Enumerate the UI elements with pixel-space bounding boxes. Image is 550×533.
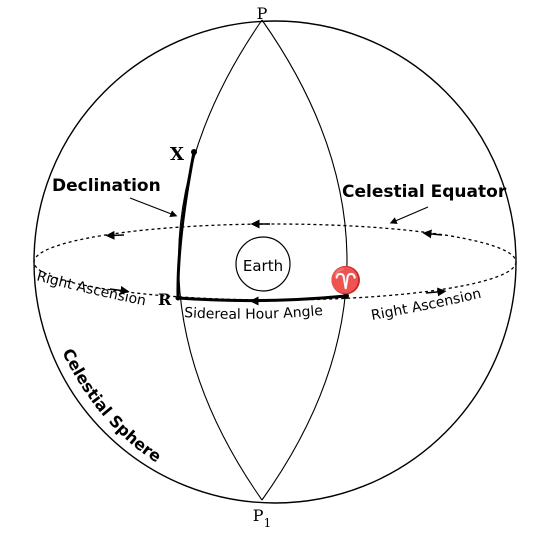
celestial-equator-ellipse bbox=[33, 223, 517, 301]
equator-point-r bbox=[175, 295, 181, 301]
south-pole-subscript: 1 bbox=[264, 516, 272, 530]
equator-arrow-front-right bbox=[425, 287, 447, 297]
equator-arrow-front-left bbox=[109, 285, 130, 295]
south-pole-label: P1 bbox=[253, 506, 271, 530]
celestial-equator-label: Celestial Equator bbox=[342, 182, 507, 202]
equator-arrow-back-left bbox=[105, 230, 125, 240]
declination-label: Declination bbox=[52, 176, 161, 196]
star-point bbox=[191, 149, 197, 155]
sidereal-hour-angle-label: Sidereal Hour Angle bbox=[184, 303, 324, 323]
celestial-sphere-text: Celestial Sphere bbox=[58, 345, 165, 466]
north-pole-label: P bbox=[257, 4, 268, 23]
earth-label: Earth bbox=[243, 257, 283, 275]
equator-point-label: R bbox=[158, 290, 172, 309]
earth-circle bbox=[235, 236, 291, 292]
celestial-equator-pointer bbox=[389, 206, 429, 224]
declination-pointer bbox=[129, 197, 178, 218]
celestial-sphere-label: Celestial Sphere bbox=[58, 345, 165, 466]
sidereal-hour-angle-arc bbox=[177, 294, 347, 303]
right-meridian bbox=[261, 19, 348, 501]
declination-arc bbox=[176, 151, 196, 299]
right-ascension-left-label: Right Ascension bbox=[35, 268, 147, 309]
equator-arrow-back-right bbox=[422, 229, 443, 239]
sidereal-hour-angle-text: Sidereal Hour Angle bbox=[184, 303, 324, 323]
aries-point bbox=[343, 293, 349, 299]
south-pole-letter: P bbox=[253, 506, 264, 525]
right-ascension-left-text: Right Ascension bbox=[35, 268, 147, 309]
star-label: X bbox=[170, 144, 184, 165]
aries-symbol: ♈ bbox=[330, 265, 362, 296]
